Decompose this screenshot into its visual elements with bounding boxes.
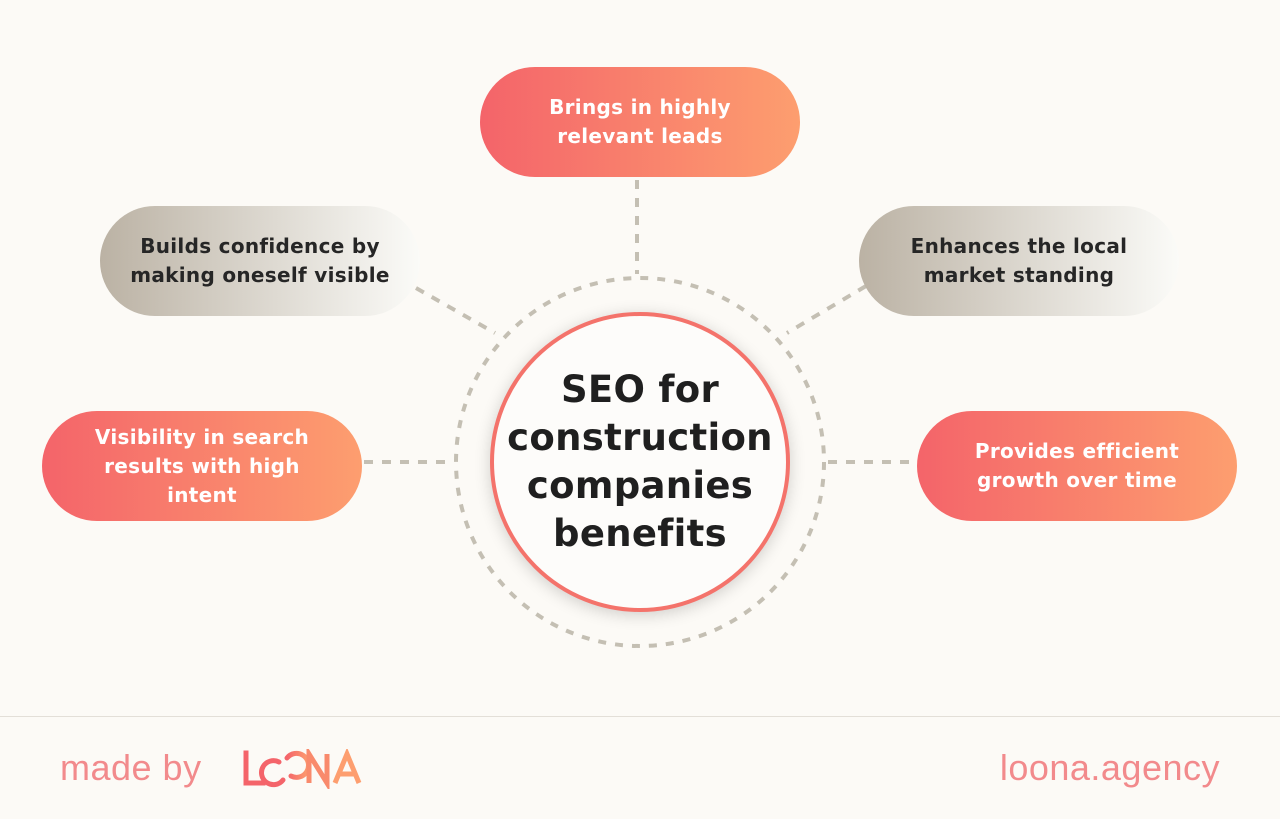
made-by-text: made by — [60, 747, 202, 788]
benefit-label: Builds confidence by making oneself visi… — [130, 234, 390, 287]
benefit-pill-local-market: Enhances the local market standing — [859, 206, 1179, 316]
benefit-label: Visibility in search results with high i… — [94, 424, 310, 507]
benefit-label: Provides efficient growth over time — [974, 439, 1180, 492]
connector-upper-left — [415, 286, 496, 335]
dashed-orbit-ring — [454, 276, 826, 648]
center-topic-circle: SEO for construction companies benefits — [490, 312, 790, 612]
connector-upper-right — [785, 284, 868, 335]
benefit-pill-growth: Provides efficient growth over time — [917, 411, 1237, 521]
footer: made by loona.agency — [0, 716, 1280, 819]
benefits-diagram: SEO for construction companies benefits … — [42, 67, 1237, 648]
loona-logo — [243, 749, 362, 789]
connector-lines — [364, 180, 917, 648]
center-title: SEO for construction companies benefits — [507, 368, 773, 555]
benefit-label: Brings in highly relevant leads — [549, 95, 731, 148]
benefit-pill-visibility: Visibility in search results with high i… — [42, 411, 362, 521]
benefit-pill-confidence: Builds confidence by making oneself visi… — [100, 206, 420, 316]
benefit-pill-leads: Brings in highly relevant leads — [480, 67, 800, 177]
website-url: loona.agency — [999, 747, 1220, 788]
benefit-label: Enhances the local market standing — [910, 234, 1128, 287]
